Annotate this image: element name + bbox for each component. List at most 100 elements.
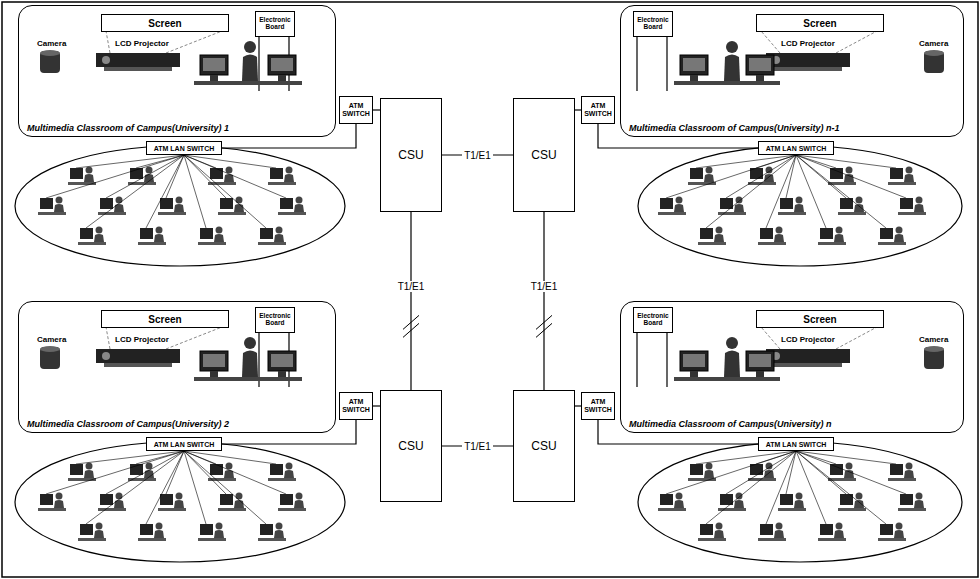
student-desk [688,182,716,185]
projection-line [761,327,780,349]
lan-wire [786,451,796,494]
student-desk [158,212,186,215]
csu-label: CSU [531,148,556,162]
student-head [776,227,783,234]
student-monitor [780,198,793,209]
equipment-label: Camera [919,39,948,48]
student-desk [78,242,106,245]
lan-wire [796,451,826,524]
lan-wire [706,155,796,228]
classroom-box: Multimedia Classroom of Campus(Universit… [620,301,964,433]
student-desk [198,538,226,541]
student-desk [258,538,286,541]
student-body [114,204,124,212]
lan-switch-box: ATM LAN SWITCH [146,437,222,451]
student-head [276,523,283,530]
student-head [706,167,713,174]
student-monitor [780,494,793,505]
classroom-equipment [40,327,302,387]
lan-wire [46,451,184,494]
lan-switch-box: ATM LAN SWITCH [758,141,834,155]
atm-switch-label: ATM SWITCH [583,398,613,413]
person-body [724,55,740,82]
classroom-box: Multimedia Classroom of Campus(Universit… [620,5,964,137]
student-monitor [700,228,713,239]
student-body [114,500,124,508]
lan-wire [796,155,896,168]
student-head [96,227,103,234]
atm-link [373,405,380,406]
student-head [736,493,743,500]
classroom-equipment [637,31,944,91]
board-stand [636,36,637,91]
classroom-caption: Multimedia Classroom of Campus(Universit… [27,419,229,429]
student-desk [698,242,726,245]
student-body [704,174,714,182]
projector-base [774,67,842,71]
board-box: Electronic Board [255,307,295,333]
projection-line [166,327,222,349]
board-box: Electronic Board [633,307,673,333]
student-monitor [820,228,833,239]
projection-line [836,327,877,349]
projector-icon [96,349,180,363]
lan-wire [76,451,184,464]
student-head [736,197,743,204]
student-body [284,470,294,478]
projection-line [106,327,110,349]
person-body [724,351,740,378]
student-head [286,167,293,174]
student-desk [898,212,926,215]
student-desk [888,182,916,185]
desk [674,81,780,85]
person-head [726,41,738,53]
student-monitor [690,464,703,475]
lan-wire [106,451,184,494]
lan-wire [786,155,796,198]
student-desk [758,538,786,541]
csu-box: CSU [380,390,442,502]
student-head [796,197,803,204]
monitor-icon [268,55,296,75]
monitor-screen [271,58,293,71]
atm-link [373,109,380,110]
equipment-label: Camera [37,335,66,344]
lan-wire [796,155,836,168]
monitor-stand [210,371,218,377]
student-desk [658,212,686,215]
student-desk [688,478,716,481]
person-body [242,351,258,378]
student-area [15,146,345,266]
lan-wire [184,451,266,524]
student-body [54,500,64,508]
student-desk [38,508,66,511]
student-desk [98,508,126,511]
desk [194,377,302,381]
lan-wire [184,155,276,168]
student-body [274,530,284,538]
student-monitor [80,524,93,535]
break-mark [403,315,419,329]
t1e1-link [410,212,411,390]
lan-wire [184,155,286,198]
student-body [214,234,224,242]
student-body [844,470,854,478]
student-body [854,204,864,212]
classroom-box: Multimedia Classroom of Campus(Universit… [18,301,336,433]
lan-wire [46,155,184,198]
t1e1-link [543,212,544,390]
lan-wire [86,155,184,228]
board-label: Electronic Board [635,17,671,31]
student-body [84,174,94,182]
student-head [226,463,233,470]
monitor-screen [683,354,705,367]
student-monitor [270,464,283,475]
student-desk [838,212,866,215]
student-body [174,500,184,508]
break-mark [403,323,419,337]
lan-switch-label: ATM LAN SWITCH [766,145,827,152]
lan-wire [796,155,886,228]
student-head [676,197,683,204]
camera-icon [40,51,60,73]
